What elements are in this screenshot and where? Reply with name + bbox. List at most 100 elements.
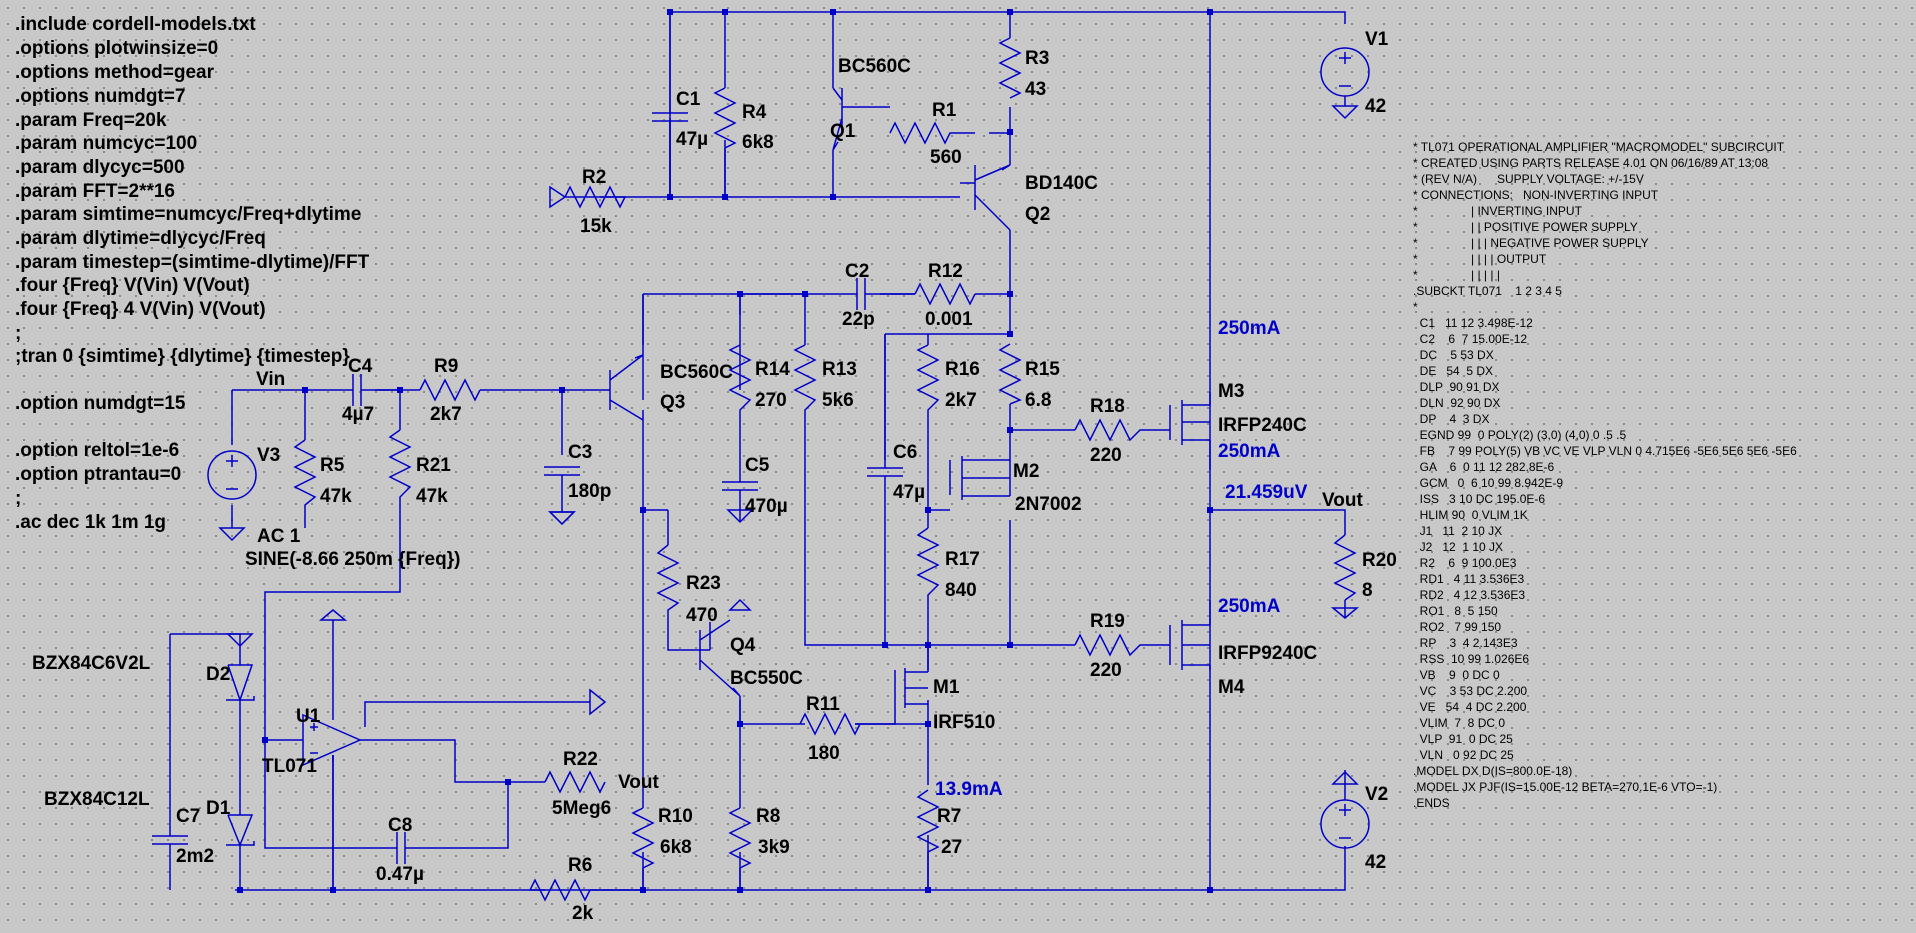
subckt-line: * (REV N/A) SUPPLY VOLTAGE: +/-15V [1413, 172, 1644, 186]
r6-name: R6 [568, 855, 592, 876]
r4-value: 6k8 [742, 132, 774, 153]
c2-value: 22p [842, 309, 875, 330]
subckt-line: VLN 0 92 DC 25 [1413, 748, 1514, 762]
resistor-r20-symbol [1330, 534, 1360, 619]
spice-directives[interactable]: .include cordell-models.txt .options plo… [15, 14, 370, 533]
vin-net-label: Vin [256, 369, 285, 390]
r19-name: R19 [1090, 611, 1125, 632]
directive-line: .param dlytime=dlycyc/Freq [15, 228, 266, 249]
r13-value: 5k6 [822, 390, 854, 411]
resistor-r6-symbol [529, 878, 600, 902]
q2-model: BD140C [1025, 173, 1098, 194]
subckt-line: RO2 7 99 150 [1413, 620, 1501, 634]
directive-line: .param FFT=2**16 [15, 181, 175, 202]
resistor-r11-symbol [799, 712, 861, 736]
subckt-line: RD2 4 12 3.536E3 [1413, 588, 1525, 602]
q3-ground [548, 511, 576, 526]
subckt-line: * CONNECTIONS: NON-INVERTING INPUT [1413, 188, 1659, 202]
r17-name: R17 [945, 549, 980, 570]
subckt-line: * | | | NEGATIVE POWER SUPPLY [1413, 236, 1649, 250]
c8-value: 0.47µ [376, 864, 424, 885]
r23-name: R23 [686, 573, 721, 594]
r21-value: 47k [416, 486, 448, 507]
r22-value: 5Meg6 [552, 798, 611, 819]
junction-dots [237, 9, 1213, 893]
c1-name: C1 [676, 89, 701, 110]
resistor-r7-symbol [916, 789, 940, 890]
directive-line: .option ptrantau=0 [15, 464, 181, 485]
r14-value: 270 [755, 390, 787, 411]
c2-name: C2 [845, 261, 869, 282]
subckt-line: EGND 99 0 POLY(2) (3,0) (4,0) 0 .5 .5 [1413, 428, 1627, 442]
r7-value: 27 [941, 837, 962, 858]
q4-model: BC550C [730, 668, 803, 689]
v2-value: 42 [1365, 852, 1386, 873]
r1-name: R1 [932, 100, 957, 121]
v2-name: V2 [1365, 784, 1388, 805]
r11-value: 180 [808, 743, 840, 764]
subckt-line: .ENDS [1413, 796, 1450, 810]
resistor-r12-symbol [914, 282, 976, 306]
c7-name: C7 [176, 806, 200, 827]
directive-line: .param simtime=numcyc/Freq+dlytime [15, 204, 361, 225]
mosfet-m4-symbol [1169, 600, 1211, 720]
r23-value: 470 [686, 605, 718, 626]
m2-model: 2N7002 [1015, 494, 1082, 515]
resistor-r3-symbol [998, 37, 1022, 99]
r7-name: R7 [937, 806, 961, 827]
resistor-r22-symbol [544, 770, 606, 794]
subckt-line: J1 11 2 10 JX [1413, 524, 1502, 538]
subckt-line: * | | | | OUTPUT [1413, 252, 1547, 266]
capacitor-c7-symbol [152, 820, 188, 860]
subckt-line: RSS 10 99 1.026E6 [1413, 652, 1529, 666]
zener-d2-symbol [226, 664, 255, 703]
r10-value: 6k8 [660, 837, 692, 858]
r8-value: 3k9 [758, 837, 790, 858]
d2-name: D2 [206, 664, 230, 685]
subckt-line: RD1 4 11 3.536E3 [1413, 572, 1525, 586]
subckt-listing[interactable]: * TL071 OPERATIONAL AMPLIFIER "MACROMODE… [1413, 140, 1797, 810]
opamp-u1-symbol [302, 609, 362, 767]
r21-name: R21 [416, 455, 451, 476]
mosfet-m2-symbol [949, 456, 1011, 500]
zener-d1-symbol [226, 814, 255, 848]
output-arrow [589, 688, 607, 716]
subckt-line: FB 7 99 POLY(5) VB VC VE VLP VLN 0 4.715… [1413, 444, 1797, 458]
subckt-line: DC 5 53 DX [1413, 348, 1494, 362]
resistor-r5-symbol [293, 439, 317, 510]
r2-input-arrow [549, 185, 567, 209]
u1-name: U1 [296, 706, 321, 727]
subckt-line: ISS 3 10 DC 195.0E-6 [1413, 492, 1545, 506]
voltage-source-v3-symbol [207, 450, 257, 542]
r16-value: 2k7 [945, 390, 977, 411]
q4-name: Q4 [730, 635, 756, 656]
directive-line: .param numcyc=100 [15, 133, 197, 154]
subckt-line: * | INVERTING INPUT [1413, 204, 1583, 218]
q3-model: BC560C [660, 362, 733, 383]
r18-name: R18 [1090, 396, 1125, 417]
resistor-r2-symbol [564, 185, 627, 209]
subckt-line: DE 54 5 DX [1413, 364, 1493, 378]
r20-name: R20 [1362, 550, 1397, 571]
directive-line: ; [15, 323, 21, 344]
q3-name: Q3 [660, 392, 685, 413]
subckt-line: * [1413, 300, 1418, 314]
r15-value: 6.8 [1025, 390, 1051, 411]
d1-model: BZX84C12L [44, 789, 150, 810]
q1-name: Q1 [830, 121, 856, 142]
resistor-r9-symbol [419, 378, 481, 402]
subckt-line: VE 54 4 DC 2.200 [1413, 700, 1527, 714]
r5-value: 47k [320, 486, 352, 507]
directive-line: .param dlycyc=500 [15, 157, 185, 178]
directive-line: .option reltol=1e-6 [15, 440, 179, 461]
voltage-source-v1-symbol [1320, 47, 1370, 120]
directive-line: .four {Freq} V(Vin) V(Vout) [15, 275, 250, 296]
transistor-q4-symbol [699, 598, 752, 697]
r20-value: 8 [1362, 580, 1373, 601]
component-labels[interactable]: V1 42 V2 42 V3 AC 1 SINE(-8.66 250m {Fre… [32, 29, 1397, 924]
mosfet-m3-symbol [1169, 355, 1211, 470]
vout-fb-net-label: Vout [618, 772, 659, 793]
r3-name: R3 [1025, 48, 1049, 69]
